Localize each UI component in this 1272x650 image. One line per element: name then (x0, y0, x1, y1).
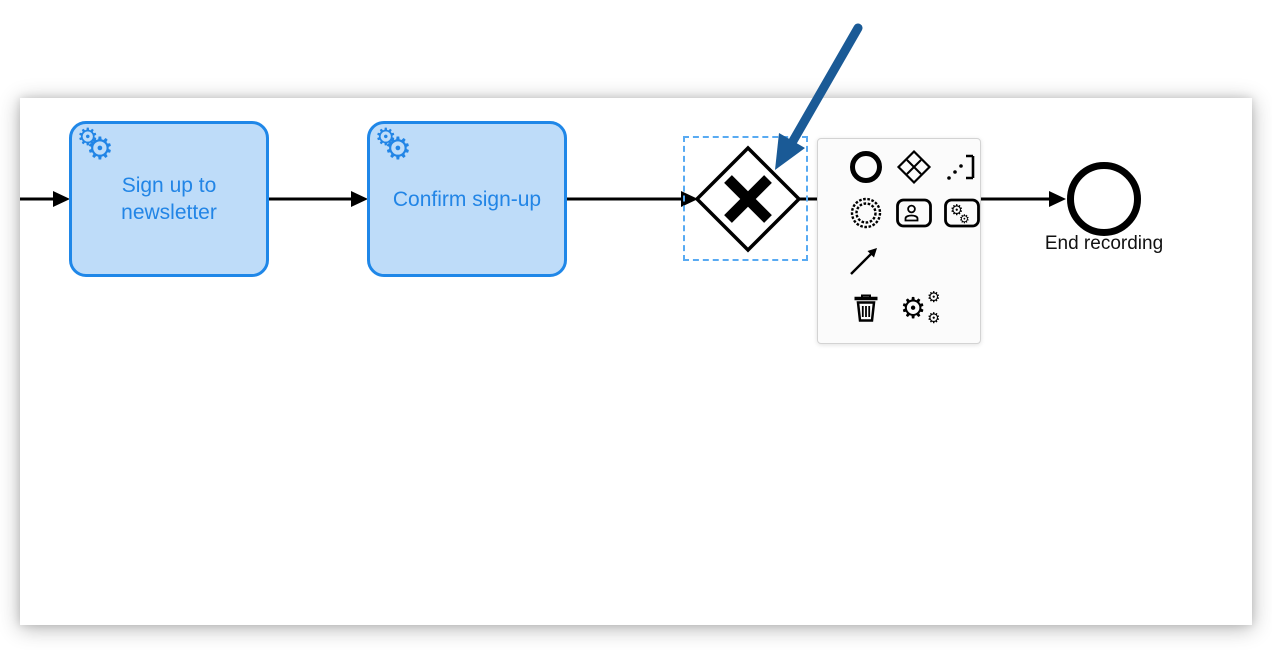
sequence-flow-task2-gateway[interactable] (567, 191, 698, 207)
service-task-icon: ⚙ ⚙ (944, 198, 980, 228)
task-label: Confirm sign-up (392, 187, 542, 211)
svg-text:⚙: ⚙ (959, 212, 970, 226)
connect-arrow-icon (850, 248, 877, 275)
append-end-event-button[interactable] (846, 147, 886, 187)
service-task-gears-icon: ⚙ ⚙ (77, 123, 114, 167)
task-confirm-sign-up[interactable]: ⚙ ⚙ Confirm sign-up (367, 121, 567, 277)
text-annotation-icon (947, 154, 975, 180)
end-event-shape[interactable] (1067, 162, 1141, 236)
user-task-icon (896, 198, 932, 228)
task-sign-up-to-newsletter[interactable]: ⚙ ⚙ Sign up to newsletter (69, 121, 269, 277)
service-task-gears-icon: ⚙ ⚙ (375, 123, 412, 167)
gateway-icon (896, 149, 932, 185)
trash-icon (854, 294, 878, 322)
append-intermediate-event-button[interactable] (846, 193, 886, 233)
sequence-flow-into-task1[interactable] (20, 191, 70, 207)
delete-button[interactable] (846, 287, 886, 327)
append-text-annotation-button[interactable] (942, 147, 982, 187)
svg-text:⚙: ⚙ (900, 291, 926, 325)
exclusive-gateway-shape[interactable] (694, 145, 802, 253)
sequence-flow-task1-task2[interactable] (269, 191, 368, 207)
svg-text:⚙: ⚙ (950, 201, 963, 219)
intermediate-event-icon (850, 197, 882, 229)
selection-outline (683, 136, 808, 261)
settings-gears-icon: ⚙ ⚙ ⚙ (900, 288, 940, 327)
svg-text:⚙: ⚙ (927, 309, 940, 327)
bpmn-canvas[interactable]: ⚙ ⚙ Sign up to newsletter ⚙ ⚙ Confirm si… (20, 98, 1252, 625)
append-user-task-button[interactable] (894, 193, 934, 233)
settings-button[interactable]: ⚙ ⚙ ⚙ (898, 287, 946, 327)
append-gateway-button[interactable] (894, 147, 934, 187)
connect-tool-button[interactable] (844, 241, 884, 281)
sequence-flows-layer (20, 145, 1141, 253)
task-label: Sign up to newsletter (121, 174, 217, 224)
end-event-label: End recording (1044, 233, 1164, 254)
context-pad: ⚙ ⚙ (817, 138, 981, 344)
append-service-task-button[interactable]: ⚙ ⚙ (942, 193, 982, 233)
svg-text:⚙: ⚙ (927, 288, 940, 306)
end-event-icon (850, 151, 882, 183)
